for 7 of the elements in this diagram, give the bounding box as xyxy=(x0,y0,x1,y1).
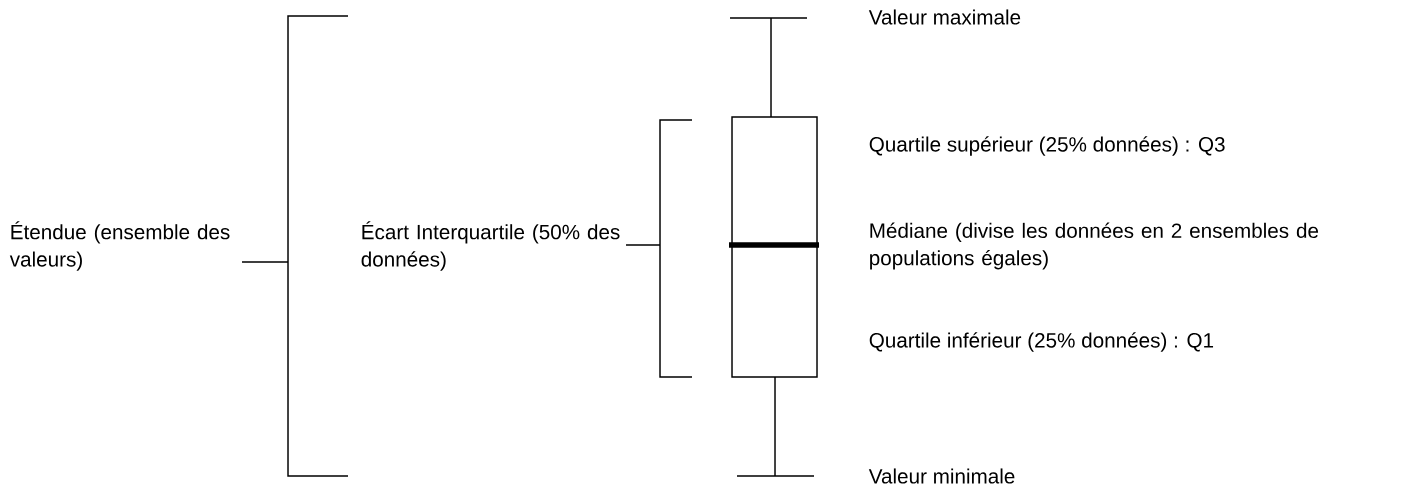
axis-label: Médiane (divise les données en 2 ensembles de populations égales) xyxy=(870,222,1319,270)
axis-label: Quartile inférieur (25% données) : Q1 xyxy=(869,332,1214,352)
axis-label: Étendue (ensemble des valeurs) xyxy=(9,221,230,271)
axis-label: Quartile supérieur (25% données) : Q3 xyxy=(869,136,1225,156)
axis-label: Valeur minimale xyxy=(868,468,1015,484)
axis-label: Écart Interquartile (50% des données) xyxy=(361,221,620,271)
axis-label: Valeur maximale xyxy=(868,9,1021,25)
